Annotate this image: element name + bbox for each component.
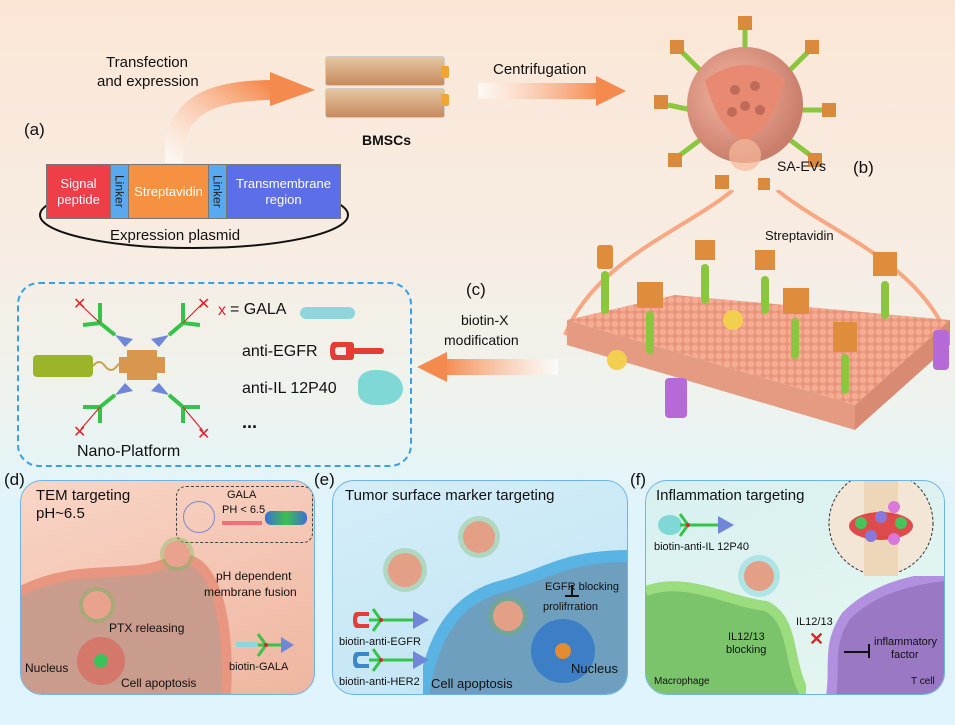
panel-e-card: Tumor surface marker targeting EGFR bloc… xyxy=(332,480,628,695)
legend-anti-il12p40: anti-IL 12P40 xyxy=(242,380,337,397)
gala-helix-icon xyxy=(265,511,307,525)
anti-egfr-icon xyxy=(330,342,384,360)
panel-f-letter: (f) xyxy=(630,470,647,489)
bmsc-flask-icon xyxy=(325,52,449,122)
biotin-anti-her2-label: biotin-anti-HER2 xyxy=(339,676,420,688)
tumor-cell-blue xyxy=(423,550,627,694)
macrophage-label: Macrophage xyxy=(654,676,710,687)
svg-text:✕: ✕ xyxy=(73,424,86,441)
biotin-anti-her2-icon xyxy=(353,648,429,672)
x-symbol: x xyxy=(218,302,226,319)
ev-internalized-icon-e xyxy=(493,601,523,631)
nucleus-label-e: Nucleus xyxy=(571,661,618,676)
blocked-x-icon: ✕ xyxy=(809,629,825,649)
legend-anti-egfr: anti-EGFR xyxy=(242,343,318,360)
ev-internalized-icon xyxy=(83,591,111,619)
macrophage-cell xyxy=(646,581,806,694)
streptavidin-callout-label: Streptavidin xyxy=(765,228,834,243)
transfection-arrow xyxy=(165,72,315,164)
biotin-anti-il12p40-label: biotin-anti-IL 12P40 xyxy=(654,541,749,553)
inhibition-line-icon xyxy=(844,651,868,653)
ev-membrane-patch xyxy=(567,240,950,430)
bmscs-label: BMSCs xyxy=(362,132,412,148)
nano-platform-box xyxy=(17,282,412,467)
zoom-cone xyxy=(563,190,949,336)
ev-macrophage-icon xyxy=(744,561,774,591)
ev-on-tumor-icon xyxy=(164,541,190,567)
biotin-anti-il12p40-icon xyxy=(658,513,734,537)
ph-arrow-icon xyxy=(222,521,262,525)
biotin-anti-egfr-label: biotin-anti-EGFR xyxy=(339,636,421,648)
panel-e-letter: (e) xyxy=(314,470,335,489)
ptx-releasing-label: PTX releasing xyxy=(109,621,185,635)
panel-d-letter: (d) xyxy=(4,470,25,489)
svg-text:✕: ✕ xyxy=(197,296,210,313)
sa-evs-label: SA-EVs xyxy=(777,158,827,174)
panel-c-letter: (c) xyxy=(466,280,486,299)
panel-d-title-2: pH~6.5 xyxy=(36,505,85,522)
panel-f-card: Inflammation targeting biotin-anti-IL 12… xyxy=(645,480,945,695)
gala-inset: GALA PH < 6.5 xyxy=(176,486,313,543)
ev-bound-icon-1 xyxy=(463,521,495,553)
biotin-gala-icon xyxy=(236,633,294,657)
segment-streptavidin: Streptavidin xyxy=(128,164,209,219)
egfr-blocking-label: EGFR blocking xyxy=(545,581,619,593)
biotin-anti-egfr-icon xyxy=(353,608,429,632)
panel-f-title: Inflammation targeting xyxy=(656,487,805,504)
inhibition-stem xyxy=(571,585,573,597)
il12-13-label: IL12/13 xyxy=(796,616,833,628)
inhibition-bar-icon xyxy=(868,644,870,658)
fusion-label-1: pH dependent xyxy=(216,569,292,583)
apoptosis-label-e: Cell apoptosis xyxy=(431,676,513,691)
panel-e-title: Tumor surface marker targeting xyxy=(345,487,555,504)
inflammatory-label-1: inflammatory xyxy=(874,636,937,648)
gala-inset-title: GALA xyxy=(227,489,257,501)
expression-plasmid-label: Expression plasmid xyxy=(110,227,241,244)
panel-d-title-1: TEM targeting xyxy=(36,487,131,504)
apoptosis-label-d: Cell apoptosis xyxy=(121,676,197,690)
nano-platform-label: Nano-Platform xyxy=(77,443,181,460)
fusion-label-2: membrane fusion xyxy=(204,585,297,599)
gala-random-coil-icon xyxy=(183,501,215,533)
panel-b-letter: (b) xyxy=(853,158,874,177)
tcell-label: T cell xyxy=(911,676,935,687)
sa-ev-vesicle-icon xyxy=(654,16,836,190)
il12-13-blocking-label-2: blocking xyxy=(726,644,767,656)
modification-label: modification xyxy=(444,332,519,348)
inflamed-joint-inset xyxy=(828,481,934,576)
legend-gala: = GALA xyxy=(230,301,287,318)
panel-d-card: TEM targeting pH~6.5 GALA PH < 6.5 pH de… xyxy=(20,480,315,695)
tcell-cell xyxy=(826,576,944,694)
segment-linker-1: Linker xyxy=(110,164,129,219)
biotin-gala-label: biotin-GALA xyxy=(229,661,289,673)
legend-ellipsis: ... xyxy=(242,412,258,432)
gala-peptide-icon xyxy=(300,307,355,319)
svg-text:✕: ✕ xyxy=(197,426,210,443)
segment-linker-2: Linker xyxy=(208,164,227,219)
nucleus-label-d: Nucleus xyxy=(25,661,69,675)
biotin-x-label: biotin-X xyxy=(461,312,509,328)
nano-platform-icon: ✕ ✕ ✕ ✕ xyxy=(33,296,210,443)
svg-text:✕: ✕ xyxy=(73,296,86,313)
centrifugation-label: Centrifugation xyxy=(493,61,587,78)
gala-inset-condition: PH < 6.5 xyxy=(222,504,266,516)
plasmid-loop xyxy=(39,190,349,249)
ev-bound-icon-2 xyxy=(388,553,422,587)
proliferation-label: prolifrration xyxy=(543,601,599,613)
biotin-x-arrow xyxy=(417,352,558,382)
transfection-label-2: and expression xyxy=(97,73,199,90)
panel-a-letter: (a) xyxy=(24,120,45,139)
transfection-label-1: Transfection xyxy=(106,54,188,71)
centrifugation-arrow xyxy=(478,76,626,106)
anti-il12p40-icon xyxy=(358,370,403,405)
inflammatory-label-2: factor xyxy=(891,649,919,661)
il12-13-blocking-label-1: IL12/13 xyxy=(728,631,765,643)
